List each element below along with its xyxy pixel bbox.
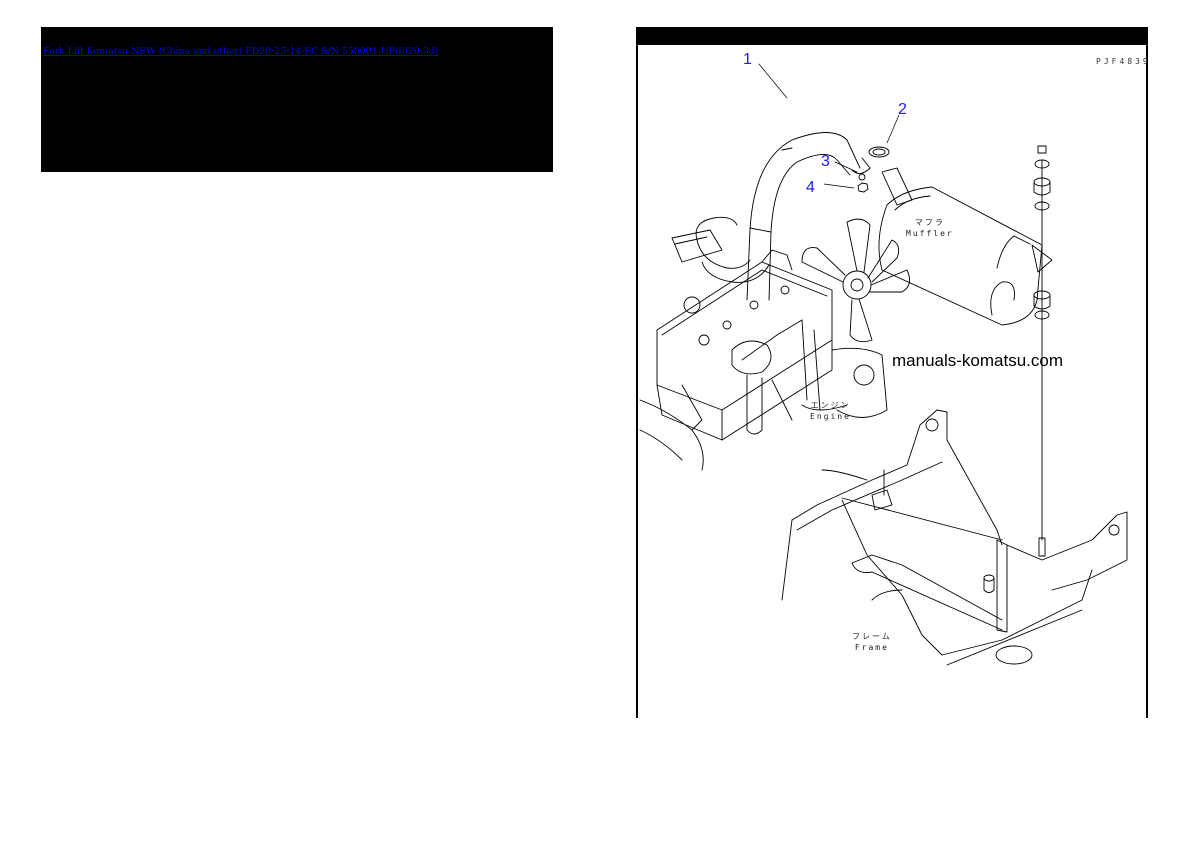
- title-box: Fork Lift Komatsu NEW (China and other) …: [41, 27, 553, 172]
- breadcrumb: Fork Lift Komatsu NEW (China and other) …: [43, 46, 438, 57]
- watermark: manuals-komatsu.com: [892, 351, 1064, 370]
- callout-3[interactable]: 3: [821, 153, 830, 170]
- callout-1[interactable]: 1: [743, 51, 752, 68]
- leader-lines: [758, 63, 900, 189]
- mount-stack-drawing: [1033, 145, 1051, 557]
- exhaust-pipe-drawing: [671, 132, 871, 301]
- parts-diagram: 1 2 3 4 PJF4839 マフラ Muffler エンジン Engine …: [636, 27, 1148, 718]
- muffler-label: マフラ Muffler: [906, 217, 954, 239]
- fan-drawing: [801, 218, 911, 343]
- engine-drawing: [639, 249, 888, 471]
- muffler-label-en: Muffler: [906, 229, 954, 238]
- engine-label-jp: エンジン: [810, 401, 851, 410]
- frame-label: フレーム Frame: [852, 631, 892, 653]
- frame-label-jp: フレーム: [852, 632, 892, 641]
- engine-label-en: Engine: [810, 412, 851, 421]
- breadcrumb-link-model[interactable]: FD20-25-14-EC S/N 550001-UP(fd20-3d): [245, 46, 439, 57]
- callout-2[interactable]: 2: [898, 101, 907, 118]
- breadcrumb-link-fork-lift-komatsu[interactable]: Fork Lift Komatsu: [43, 46, 129, 57]
- diagram-header-bar: [638, 27, 1146, 45]
- frame-label-en: Frame: [854, 643, 889, 652]
- diagram-drawing: [639, 63, 1128, 666]
- engine-label: エンジン Engine: [810, 400, 851, 422]
- drawing-code: PJF4839: [1096, 57, 1151, 66]
- muffler-drawing: [878, 167, 1053, 326]
- frame-drawing: [781, 409, 1128, 666]
- muffler-label-jp: マフラ: [914, 218, 945, 227]
- breadcrumb-link-new-china-and-other[interactable]: NEW (China and other): [131, 46, 243, 57]
- small-parts-drawing: [857, 146, 890, 193]
- callout-4[interactable]: 4: [806, 179, 815, 196]
